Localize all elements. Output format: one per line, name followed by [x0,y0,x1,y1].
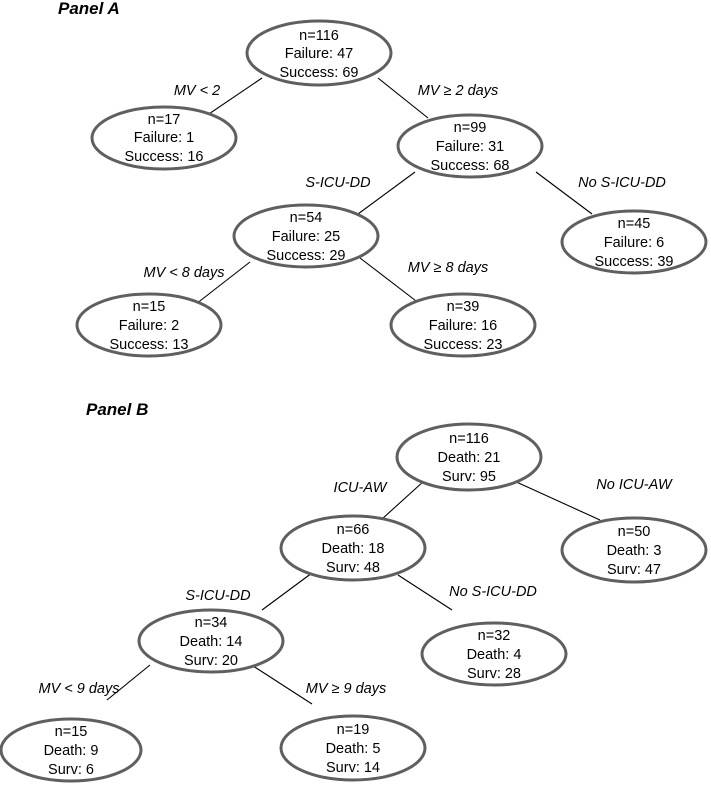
node-b-mv-lt9: n=15 Death: 9 Surv: 6 [0,717,143,783]
node-b-root: n=116 Death: 21 Surv: 95 [395,422,543,492]
node-b-root-surv: Surv: 95 [442,469,496,485]
panel-b: Panel B ICU-AW No ICU-AW S-ICU-DD No S-I… [0,400,708,783]
node-a-sicudd-failure: Failure: 25 [272,229,341,245]
node-a-mv-lt2-failure: Failure: 1 [134,130,194,146]
edge-label-a-sicudd: S-ICU-DD [305,175,370,191]
node-b-root-n: n=116 [449,431,489,447]
edge-label-b-no-sicudd: No S-ICU-DD [449,584,537,600]
edge-b-icuaw-no-sicudd [397,574,453,611]
node-a-mv-ge2-failure: Failure: 31 [436,139,505,155]
node-a-mv-ge8: n=39 Failure: 16 Success: 23 [389,292,537,358]
edge-b-root-icuaw [381,480,425,520]
node-a-no-sicudd-success: Success: 39 [595,254,674,270]
node-a-no-sicudd-failure: Failure: 6 [604,235,664,251]
node-b-icuaw: n=66 Death: 18 Surv: 48 [279,514,427,582]
node-a-mv-ge8-failure: Failure: 16 [429,318,498,334]
node-a-sicudd-success: Success: 29 [267,248,346,264]
node-b-mv-ge9: n=19 Death: 5 Surv: 14 [279,714,427,782]
edge-a-root-mv-ge2 [377,77,429,119]
node-b-mv-lt9-death: Death: 9 [44,743,99,759]
node-b-no-icuaw: n=50 Death: 3 Surv: 47 [560,516,708,584]
node-a-mv-lt8-success: Success: 13 [110,337,189,353]
node-a-mv-lt8: n=15 Failure: 2 Success: 13 [75,292,223,358]
edge-b-sicudd-mv-lt9 [106,664,151,701]
node-b-no-icuaw-death: Death: 3 [607,543,662,559]
node-a-mv-lt8-failure: Failure: 2 [119,318,179,334]
node-b-no-sicudd-surv: Surv: 28 [467,666,521,682]
node-b-no-icuaw-surv: Surv: 47 [607,562,661,578]
edge-b-sicudd-mv-ge9 [249,663,313,705]
node-a-mv-ge8-success: Success: 23 [424,337,503,353]
node-b-root-death: Death: 21 [438,450,501,466]
node-a-root-n: n=116 [299,28,339,44]
edge-label-a-no-sicudd: No S-ICU-DD [578,175,666,191]
panel-a-title: Panel A [58,0,120,18]
edge-b-root-no-icuaw [511,479,601,521]
edge-b-icuaw-sicudd [261,569,317,611]
edge-label-b-mv-lt9: MV < 9 days [39,681,120,697]
node-a-sicudd: n=54 Failure: 25 Success: 29 [232,203,380,269]
node-b-mv-ge9-surv: Surv: 14 [326,760,380,776]
edge-label-b-sicudd: S-ICU-DD [185,588,250,604]
node-a-mv-lt2-n: n=17 [148,112,181,128]
node-b-sicudd-n: n=34 [195,615,228,631]
edge-label-a-mv-ge8: MV ≥ 8 days [408,260,489,276]
node-a-root-failure: Failure: 47 [285,46,354,62]
node-a-root: n=116 Failure: 47 Success: 69 [245,19,393,87]
node-a-sicudd-n: n=54 [290,210,323,226]
node-b-sicudd: n=34 Death: 14 Surv: 20 [137,608,285,674]
node-b-icuaw-n: n=66 [337,522,370,538]
panel-b-title: Panel B [86,400,148,419]
node-a-no-sicudd-n: n=45 [618,216,651,232]
edge-label-a-mv-lt2: MV < 2 [174,83,220,99]
node-b-no-sicudd-death: Death: 4 [467,647,522,663]
node-a-mv-lt8-n: n=15 [133,299,166,315]
edge-a-sicudd-mv-lt8 [195,261,251,305]
node-a-mv-lt2-success: Success: 16 [125,149,204,165]
edge-label-a-mv-lt8: MV < 8 days [144,265,225,281]
node-b-icuaw-surv: Surv: 48 [326,560,380,576]
edge-a-sicudd-mv-ge8 [359,257,421,305]
node-b-mv-lt9-n: n=15 [55,724,88,740]
edge-label-b-icuaw: ICU-AW [334,480,388,496]
node-b-sicudd-death: Death: 14 [180,634,243,650]
node-a-mv-ge2-success: Success: 68 [431,158,510,174]
node-b-no-sicudd-n: n=32 [478,628,511,644]
node-a-no-sicudd: n=45 Failure: 6 Success: 39 [560,209,708,275]
node-b-mv-lt9-surv: Surv: 6 [48,762,94,778]
node-b-mv-ge9-n: n=19 [337,722,370,738]
edge-label-a-mv-ge2: MV ≥ 2 days [418,83,499,99]
node-b-icuaw-death: Death: 18 [322,541,385,557]
node-b-mv-ge9-death: Death: 5 [326,741,381,757]
edge-label-b-mv-ge9: MV ≥ 9 days [306,681,387,697]
node-a-mv-lt2: n=17 Failure: 1 Success: 16 [90,105,238,171]
edge-a-mv-ge2-sicudd [357,171,416,215]
edge-a-mv-ge2-no-sicudd [535,171,593,215]
node-a-mv-ge2: n=99 Failure: 31 Success: 68 [396,113,544,179]
node-b-no-sicudd: n=32 Death: 4 Surv: 28 [420,621,568,687]
node-a-mv-ge8-n: n=39 [447,299,480,315]
node-b-sicudd-surv: Surv: 20 [184,653,238,669]
node-a-mv-ge2-n: n=99 [454,120,487,136]
node-b-no-icuaw-n: n=50 [618,524,651,540]
node-a-root-success: Success: 69 [280,65,359,81]
edge-label-b-no-icuaw: No ICU-AW [596,477,673,493]
panel-a: Panel A MV < 2 MV ≥ 2 days S-ICU-DD No S… [58,0,708,358]
